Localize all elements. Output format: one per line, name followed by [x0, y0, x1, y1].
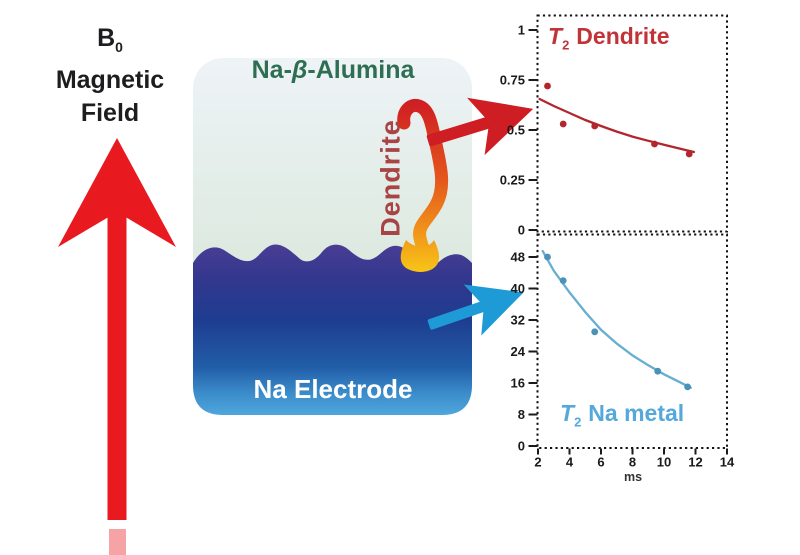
- cell-schematic: [193, 58, 472, 415]
- x-tick-label: 12: [688, 455, 702, 470]
- data-point: [685, 150, 693, 158]
- data-point: [684, 383, 691, 391]
- x-tick-label: 8: [629, 455, 636, 470]
- y-tick-label: 24: [511, 344, 526, 359]
- dendrite-shape: [397, 98, 449, 264]
- fit-curve: [538, 97, 696, 154]
- data-point: [651, 140, 658, 148]
- electrolyte-label: Na-β-Alumina: [251, 56, 415, 84]
- data-point: [591, 328, 599, 336]
- na-electrode-region: [193, 244, 472, 415]
- dendrite-to-plot-arrow: [426, 97, 534, 156]
- dendrite-label: Dendrite: [375, 119, 406, 237]
- x-axis-unit-label: ms: [623, 470, 643, 484]
- electrode-label: Na Electrode: [253, 374, 413, 404]
- y-tick-label: 0.25: [500, 173, 525, 188]
- red-arrowhead-icon: [467, 97, 534, 156]
- b0-word-field: Field: [80, 99, 140, 127]
- x-tick-label: 14: [720, 455, 735, 470]
- y-tick-label: 0.5: [507, 123, 525, 138]
- b0-symbol: B0: [97, 24, 123, 55]
- y-tick-label: 0.75: [500, 73, 525, 88]
- x-tick-label: 10: [657, 455, 671, 470]
- y-tick-label: 48: [511, 250, 525, 265]
- fit-curve: [541, 249, 692, 389]
- x-tick-label: 4: [566, 455, 574, 470]
- y-tick-label: 0: [518, 439, 525, 454]
- y-tick-label: 32: [511, 313, 525, 328]
- b0-field-label: B0 Magnetic Field: [30, 22, 190, 130]
- x-tick-label: 2: [534, 455, 541, 470]
- electrode-to-plot-arrow: [427, 284, 524, 336]
- x-tick-label: 6: [597, 455, 604, 470]
- data-point: [591, 122, 599, 130]
- data-point: [559, 277, 567, 284]
- y-tick-label: 1: [518, 23, 525, 38]
- na-metal-plot-border: [536, 233, 728, 449]
- y-tick-label: 8: [518, 407, 525, 422]
- data-point: [544, 82, 551, 90]
- b0-field-arrow: [58, 138, 176, 555]
- data-point: [544, 253, 551, 261]
- blue-arrowhead-icon: [463, 284, 524, 336]
- dendrite-plot-border: [536, 14, 728, 233]
- data-point: [654, 367, 662, 375]
- b0-word-magnetic: Magnetic: [55, 66, 165, 94]
- y-tick-label: 40: [511, 281, 525, 296]
- y-tick-label: 0: [518, 223, 525, 238]
- b0-arrowhead-icon: [58, 138, 176, 247]
- plot-borders: [536, 14, 728, 449]
- y-tick-label: 16: [511, 376, 525, 391]
- data-point: [559, 120, 567, 128]
